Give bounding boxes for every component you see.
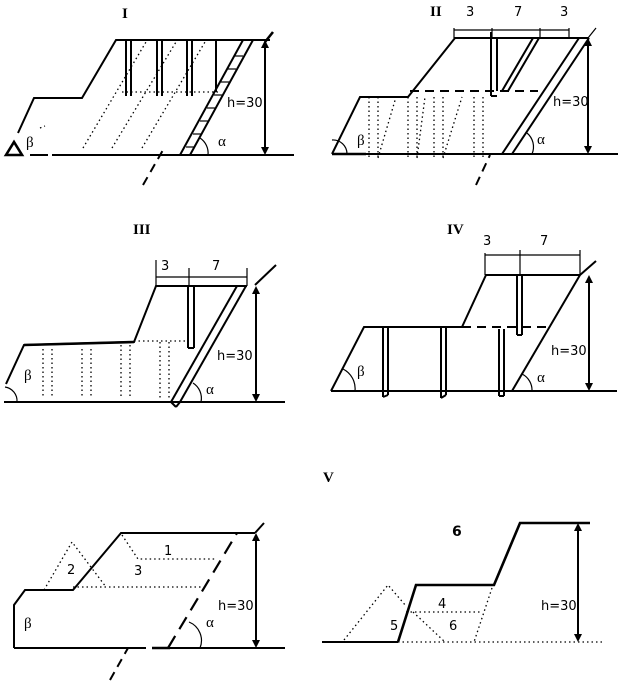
panel-v-title: V (323, 470, 334, 486)
block-label: 1 (164, 544, 172, 559)
slope-profile (17, 39, 270, 134)
slip-surface (109, 647, 129, 681)
dimension-label: 7 (212, 259, 220, 274)
pivot-marker-icon (3, 139, 25, 157)
piles (382, 275, 523, 399)
angle-beta-label: β (357, 133, 365, 149)
panel-v-left: 1 2 3 β α h=30 (13, 522, 285, 681)
angle-beta-label: β (357, 364, 365, 380)
panel-v: V 1 2 3 β α h=30 (13, 470, 605, 681)
retaining-strip (170, 285, 238, 403)
slip-surface (167, 532, 238, 649)
block-label: 5 (390, 619, 398, 634)
height-label: h=30 (551, 344, 587, 359)
slip-surface (254, 264, 277, 286)
slip-surface (475, 154, 491, 186)
slip-surface (587, 27, 597, 39)
retaining-strip (179, 39, 244, 156)
slip-surface (263, 31, 275, 43)
internal-dotted-lines (42, 285, 285, 403)
block-boundaries (343, 583, 605, 643)
dimension-label: 3 (161, 259, 169, 274)
angle-beta-label: β (24, 368, 32, 384)
block-label: 2 (67, 563, 75, 578)
angle-alpha-label: α (218, 134, 226, 150)
panel-i-title: I (122, 6, 128, 22)
internal-dotted-lines (368, 96, 484, 159)
block-label: 4 (438, 597, 446, 612)
panel-i: I (3, 6, 294, 186)
panel-iii: III 3 7 β α (4, 222, 285, 408)
dimension-label: 7 (540, 234, 548, 249)
panel-iv-title: IV (447, 222, 464, 238)
slope-profile (5, 285, 247, 385)
angle-beta-label: β (26, 135, 34, 151)
angle-alpha-label: α (537, 370, 545, 386)
panel-v-subtitle: 6 (452, 524, 462, 540)
internal-dotted-lines (39, 41, 218, 149)
block-label: 3 (134, 564, 142, 579)
slip-surface (142, 149, 164, 186)
retaining-strip (501, 37, 580, 155)
height-label: h=30 (218, 599, 254, 614)
angle-alpha-arc (199, 137, 209, 156)
angle-beta-label: β (24, 616, 32, 632)
panel-iv: IV 3 7 β α h=30 (330, 222, 617, 399)
height-label: h=30 (553, 95, 589, 110)
retaining-strip (179, 285, 247, 403)
angle-alpha-label: α (537, 132, 545, 148)
dimension-label: 7 (514, 5, 522, 20)
angle-alpha-label: α (206, 615, 214, 631)
panel-ii-title: II (430, 4, 442, 20)
piles (125, 40, 217, 96)
panel-iii-title: III (133, 222, 151, 238)
block-label: 6 (449, 619, 457, 634)
height-label: h=30 (541, 599, 577, 614)
angle-alpha-label: α (206, 382, 214, 398)
dimension-label: 3 (560, 5, 568, 20)
retaining-strip (511, 37, 590, 155)
retaining-strip (189, 39, 254, 156)
dimension-label: 3 (483, 234, 491, 249)
dimension-label: 3 (466, 5, 474, 20)
block-boundaries (43, 534, 215, 591)
height-label: h=30 (227, 96, 263, 111)
panel-v-right: 6 4 5 6 h=30 (322, 521, 605, 643)
slip-surface (579, 260, 597, 276)
slope-profile (13, 532, 255, 648)
slope-line (511, 274, 581, 392)
slope-profile (396, 521, 590, 643)
height-label: h=30 (217, 349, 253, 364)
panel-ii: II 3 7 3 (331, 4, 618, 186)
